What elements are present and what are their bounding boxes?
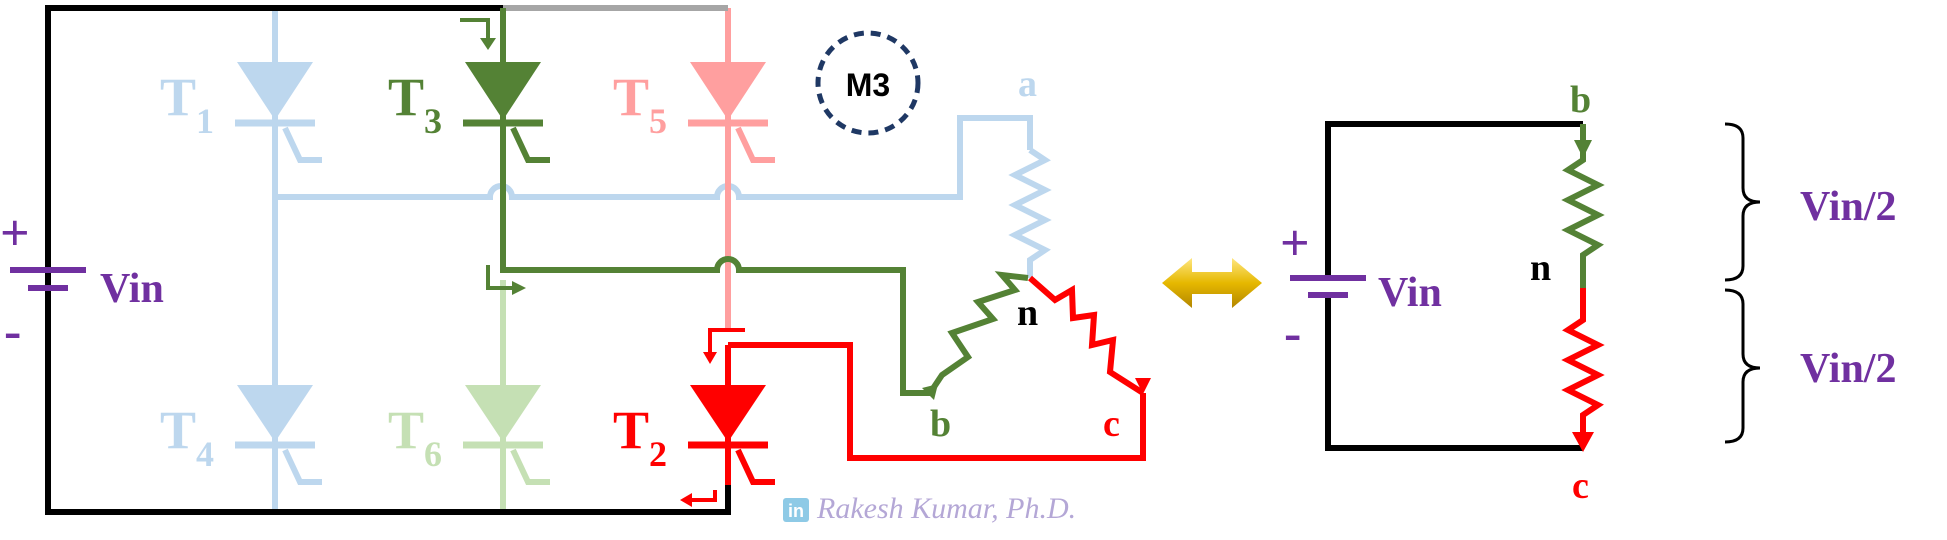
equivalent-resistor-c: [1561, 288, 1605, 440]
battery-icon: [1290, 275, 1366, 298]
equivalent-node-c: c: [1572, 465, 1589, 507]
resistor-b: [927, 271, 1029, 395]
double-arrow-icon: [1162, 258, 1262, 308]
source-plus: +: [0, 205, 30, 262]
current-arrow-icon: [1572, 432, 1594, 452]
thyristor-label-t5: T5: [613, 67, 667, 141]
thyristor-t2: [688, 385, 775, 485]
node-label-n: n: [1017, 292, 1038, 334]
thyristor-label-t6: T6: [388, 400, 442, 474]
battery-icon: [10, 267, 86, 291]
node-label-a: a: [1018, 63, 1037, 105]
thyristor-label-t4: T4: [160, 400, 214, 474]
source-minus: -: [4, 303, 21, 360]
brace-upper: [1724, 122, 1761, 282]
equivalent-loop: [1325, 121, 1583, 451]
equivalent-node-b: b: [1570, 79, 1591, 121]
thyristor-t4: [235, 385, 322, 485]
mode-label: M3: [846, 67, 890, 103]
thyristor-t5: [688, 62, 775, 163]
bridge-circuit: M3 T1 T3 T5 T4 T6 T2 + - Vin a b c n: [0, 5, 1151, 515]
equivalent-plus: +: [1280, 215, 1310, 272]
thyristor-t6: [463, 385, 550, 485]
node-label-c: c: [1103, 403, 1120, 445]
equivalent-circuit: + - Vin b n c Vin/2 Vin/2: [1280, 79, 1896, 507]
lower-voltage-label: Vin/2: [1800, 346, 1896, 392]
upper-voltage-label: Vin/2: [1800, 184, 1896, 230]
credit-text: Rakesh Kumar, Ph.D.: [816, 492, 1076, 525]
mode-circle: [815, 30, 921, 136]
thyristor-label-t1: T1: [160, 67, 214, 141]
equivalent-resistor-b: [1561, 124, 1605, 288]
dc-bus: [45, 5, 731, 515]
equivalent-node-n: n: [1530, 247, 1551, 289]
linkedin-icon: [783, 498, 809, 522]
phase-b-path: [500, 8, 930, 396]
resistor-a: [1008, 147, 1052, 278]
thyristor-t3: [463, 62, 550, 163]
current-arrow-icon: [1574, 140, 1592, 158]
thyristor-t1: [235, 62, 322, 163]
linkedin-icon-text: in: [788, 501, 804, 521]
current-arrow-icon: [460, 18, 1151, 507]
thyristor-label-t3: T3: [388, 67, 442, 141]
resistor-c: [1028, 275, 1145, 396]
equivalent-source-label: Vin: [1378, 270, 1442, 316]
brace-lower: [1724, 288, 1761, 444]
equivalent-minus: -: [1284, 305, 1301, 362]
node-label-b: b: [930, 403, 951, 445]
credit: in Rakesh Kumar, Ph.D.: [783, 492, 1076, 525]
thyristor-label-t2: T2: [613, 400, 667, 474]
source-label: Vin: [100, 266, 164, 312]
